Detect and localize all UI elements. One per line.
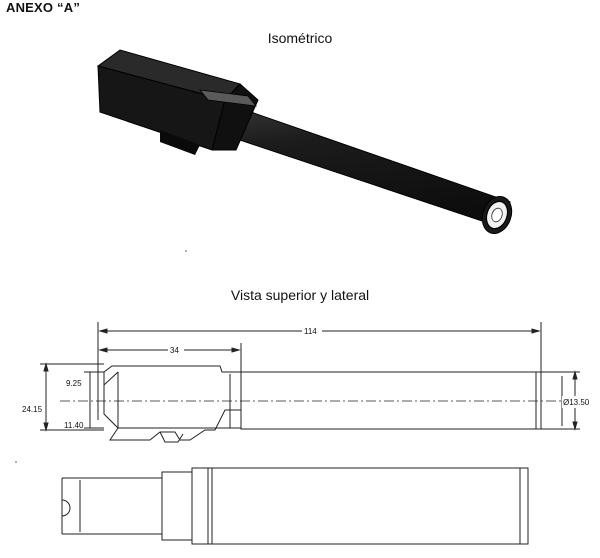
dim-total-height: 24.15 xyxy=(22,405,43,414)
dim-overall-length: 114 xyxy=(304,327,317,336)
annex-title: ANEXO “A” xyxy=(6,0,81,15)
dim-muzzle-diameter: Ø13.50 xyxy=(563,398,590,407)
dim-lower-offset: 11.40 xyxy=(64,421,84,430)
dim-chamber-length: 34 xyxy=(170,346,179,355)
isometric-heading: Isométrico xyxy=(267,30,333,46)
dim-upper-offset: 9.25 xyxy=(66,379,82,388)
views-heading: Vista superior y lateral xyxy=(230,287,370,303)
